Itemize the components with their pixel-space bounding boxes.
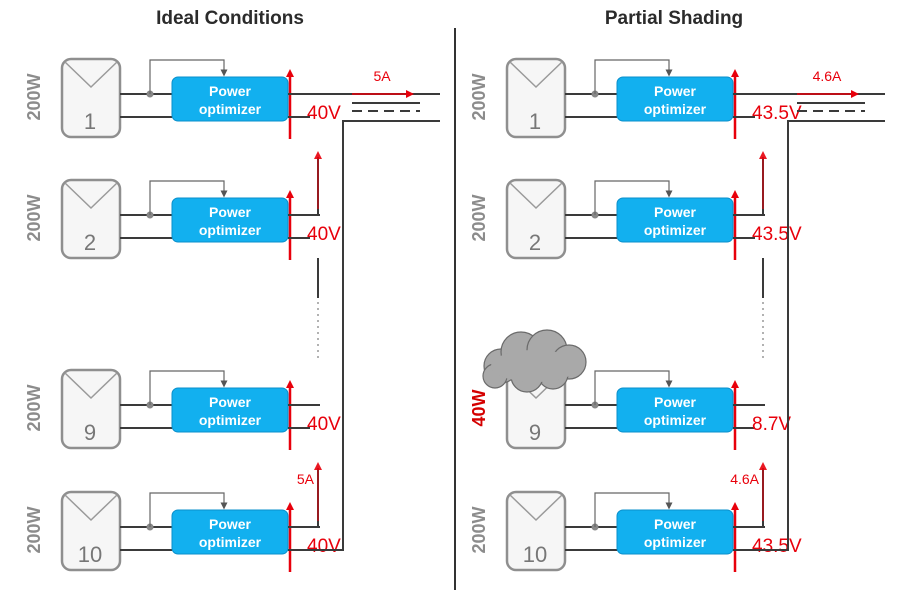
string-current-label: 4.6A xyxy=(813,68,842,84)
module-number: 1 xyxy=(529,109,541,134)
solar-module xyxy=(60,57,122,139)
optimizer-label-line2: optimizer xyxy=(199,101,262,117)
module-number: 9 xyxy=(84,420,96,445)
power-optimizer-box xyxy=(171,76,289,122)
module-power-label: 200W xyxy=(469,506,489,553)
panel-divider xyxy=(454,28,456,590)
module-number: 2 xyxy=(84,230,96,255)
optimizer-label-line1: Power xyxy=(654,204,697,220)
solar-module xyxy=(60,490,122,572)
optimizer-label-line1: Power xyxy=(209,83,252,99)
module-power-label: 200W xyxy=(24,506,44,553)
power-optimizer-box xyxy=(616,509,734,555)
module-envelope-mark xyxy=(64,182,118,210)
mppt-feedback-line xyxy=(594,492,673,527)
power-optimizer-box xyxy=(616,197,734,243)
optimizer-voltage-label: 8.7V xyxy=(752,414,791,435)
module-power-label: 200W xyxy=(24,73,44,120)
optimizer-voltage-label: 43.5V xyxy=(752,103,802,124)
optimizer-label-line1: Power xyxy=(654,83,697,99)
optimizer-voltage-label: 43.5V xyxy=(752,536,802,557)
module-number: 9 xyxy=(529,420,541,445)
module-number: 1 xyxy=(84,109,96,134)
power-optimizer-box xyxy=(616,387,734,433)
module-envelope-mark xyxy=(64,494,118,522)
mppt-feedback-line xyxy=(594,180,673,215)
module-number: 10 xyxy=(523,542,547,567)
optimizer-voltage-label: 40V xyxy=(307,103,341,124)
string-return-bus xyxy=(310,120,440,551)
string-return-bus xyxy=(755,120,885,551)
mppt-feedback-line xyxy=(149,180,228,215)
module-number: 10 xyxy=(78,542,102,567)
optimizer-label-line2: optimizer xyxy=(644,412,707,428)
optimizer-label-line2: optimizer xyxy=(199,534,262,550)
solar-module xyxy=(505,178,567,260)
module-power-label: 40W xyxy=(469,389,489,426)
mppt-feedback-line xyxy=(594,370,673,405)
module-power-label: 200W xyxy=(469,194,489,241)
optimizer-voltage-label: 43.5V xyxy=(752,224,802,245)
module-row: 200W 1 Power optimizer 40V xyxy=(24,57,341,139)
module-power-label: 200W xyxy=(24,384,44,431)
module-row: 200W 10 Power optimizer 40V xyxy=(24,490,341,572)
optimizer-label-line2: optimizer xyxy=(199,412,262,428)
optimizer-voltage-label: 40V xyxy=(307,414,341,435)
optimizer-voltage-label: 40V xyxy=(307,536,341,557)
optimizer-label-line1: Power xyxy=(209,516,252,532)
mppt-feedback-line xyxy=(149,370,228,405)
optimizer-label-line2: optimizer xyxy=(644,101,707,117)
optimizer-label-line1: Power xyxy=(654,516,697,532)
string-current-label: 5A xyxy=(373,68,391,84)
solar-module xyxy=(505,57,567,139)
module-envelope-mark xyxy=(64,372,118,400)
module-row: 200W 1 Power optimizer 43.5V xyxy=(469,57,802,139)
module-power-label: 200W xyxy=(24,194,44,241)
series-current-label: 5A xyxy=(297,471,315,487)
mppt-feedback-line xyxy=(594,59,673,94)
power-optimizer-box xyxy=(616,76,734,122)
module-envelope-mark xyxy=(509,182,563,210)
module-number: 2 xyxy=(529,230,541,255)
optimizer-label-line2: optimizer xyxy=(199,222,262,238)
optimizer-voltage-label: 40V xyxy=(307,224,341,245)
power-optimizer-box xyxy=(171,197,289,243)
optimizer-label-line2: optimizer xyxy=(644,534,707,550)
module-power-label: 200W xyxy=(469,73,489,120)
mppt-feedback-line xyxy=(149,59,228,94)
title-ideal-conditions: Ideal Conditions xyxy=(156,8,304,29)
cloud-icon xyxy=(482,329,587,393)
solar-module xyxy=(60,178,122,260)
solar-module xyxy=(60,368,122,450)
power-optimizer-box xyxy=(171,387,289,433)
module-envelope-mark xyxy=(509,61,563,89)
module-row: 200W 2 Power optimizer 43.5V xyxy=(469,178,802,260)
module-row: 200W 2 Power optimizer 40V xyxy=(24,178,341,260)
optimizer-label-line1: Power xyxy=(209,204,252,220)
optimizer-label-line1: Power xyxy=(209,394,252,410)
module-row: 200W 10 Power optimizer 43.5V xyxy=(469,490,802,572)
solar-module xyxy=(505,490,567,572)
optimizer-label-line2: optimizer xyxy=(644,222,707,238)
module-row: 200W 9 Power optimizer 40V xyxy=(24,368,341,450)
series-current-label: 4.6A xyxy=(730,471,759,487)
module-envelope-mark xyxy=(64,61,118,89)
mppt-feedback-line xyxy=(149,492,228,527)
title-partial-shading: Partial Shading xyxy=(604,8,744,29)
power-optimizer-box xyxy=(171,509,289,555)
module-envelope-mark xyxy=(509,494,563,522)
optimizer-label-line1: Power xyxy=(654,394,697,410)
